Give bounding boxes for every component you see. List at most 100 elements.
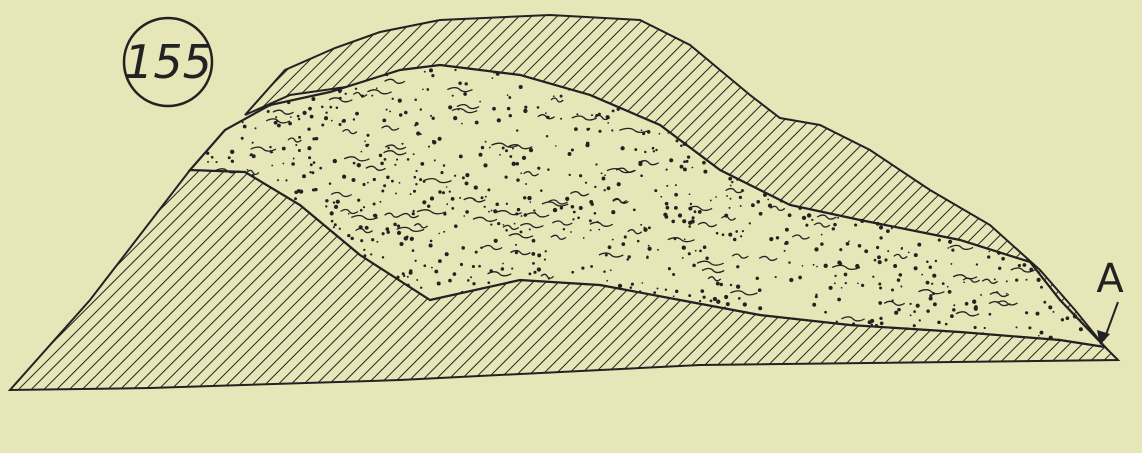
- stipple-dot: [333, 201, 335, 203]
- stipple-dot: [293, 158, 295, 160]
- stipple-dot: [207, 161, 209, 163]
- stipple-dot: [832, 227, 835, 230]
- stipple-dot: [295, 144, 297, 146]
- stipple-dot: [452, 95, 454, 97]
- stipple-dot: [430, 196, 434, 200]
- stipple-dot: [640, 174, 643, 177]
- stipple-dot: [684, 239, 686, 241]
- stipple-dot: [872, 276, 874, 278]
- stipple-dot: [598, 130, 601, 133]
- stipple-dot: [545, 112, 547, 114]
- stipple-dot: [784, 242, 787, 245]
- stipple-dot: [691, 219, 695, 223]
- stipple-dot: [821, 234, 823, 236]
- stipple-dot: [336, 200, 340, 204]
- stipple-dot: [395, 192, 397, 194]
- stipple-dot: [283, 163, 285, 165]
- stipple-dot: [743, 302, 747, 306]
- stipple-dot: [877, 255, 881, 259]
- stipple-dot: [937, 321, 941, 325]
- stipple-dot: [674, 206, 678, 210]
- stipple-dot: [331, 120, 333, 122]
- stipple-dot: [429, 243, 433, 247]
- stipple-dot: [648, 245, 650, 247]
- stipple-dot: [590, 229, 592, 231]
- stipple-dot: [379, 154, 382, 157]
- stipple-dot: [833, 223, 837, 227]
- stipple-dot: [463, 92, 467, 96]
- stipple-dot: [601, 172, 603, 174]
- stipple-dot: [950, 314, 954, 318]
- stipple-dot: [837, 298, 841, 302]
- stipple-dot: [606, 280, 608, 282]
- stipple-dot: [434, 270, 438, 274]
- stipple-dot: [998, 267, 1001, 270]
- stipple-dot: [948, 240, 952, 244]
- stipple-dot: [605, 254, 608, 257]
- stipple-dot: [1025, 311, 1028, 314]
- stipple-dot: [406, 284, 409, 287]
- stipple-dot: [422, 200, 426, 204]
- stipple-dot: [612, 109, 615, 112]
- stipple-dot: [331, 220, 334, 223]
- stipple-dot: [565, 197, 569, 201]
- stipple-dot: [568, 88, 570, 90]
- stipple-dot: [325, 205, 327, 207]
- stipple-dot: [657, 288, 659, 290]
- stipple-dot: [241, 137, 244, 140]
- stipple-dot: [399, 182, 401, 184]
- stipple-dot: [602, 177, 606, 181]
- stipple-dot: [537, 267, 541, 271]
- stipple-dot: [634, 148, 637, 151]
- stipple-dot: [802, 265, 804, 267]
- stipple-dot: [485, 141, 487, 143]
- stipple-dot: [412, 249, 415, 252]
- stipple-dot: [683, 142, 687, 146]
- stipple-dot: [1073, 314, 1077, 318]
- stipple-dot: [837, 260, 841, 264]
- stipple-dot: [431, 267, 433, 269]
- stipple-dot: [929, 296, 933, 300]
- stipple-dot: [461, 246, 465, 250]
- stipple-dot: [310, 115, 314, 119]
- stipple-dot: [272, 151, 274, 153]
- stipple-dot: [785, 228, 789, 232]
- stipple-dot: [910, 314, 912, 316]
- stipple-dot: [445, 252, 449, 256]
- stipple-dot: [339, 228, 341, 230]
- stipple-dot: [338, 88, 342, 92]
- stipple-dot: [267, 110, 270, 113]
- stipple-dot: [585, 143, 589, 147]
- stipple-dot: [612, 239, 614, 241]
- stipple-dot: [756, 200, 760, 204]
- stipple-dot: [726, 302, 730, 306]
- stipple-dot: [285, 179, 287, 181]
- stipple-dot: [878, 283, 881, 286]
- stipple-dot: [607, 122, 609, 124]
- stipple-dot: [880, 321, 884, 325]
- stipple-dot: [481, 146, 484, 149]
- figure-number: 155: [124, 35, 212, 89]
- stipple-dot: [334, 205, 338, 209]
- stipple-dot: [446, 186, 448, 188]
- stipple-dot: [330, 211, 334, 215]
- stipple-dot: [653, 291, 656, 294]
- stipple-dot: [553, 95, 555, 97]
- stipple-dot: [363, 206, 365, 208]
- stipple-dot: [215, 161, 217, 163]
- stipple-dot: [905, 327, 908, 330]
- stipple-dot: [492, 77, 494, 79]
- stipple-dot: [380, 162, 384, 166]
- stipple-dot: [275, 116, 277, 118]
- stipple-dot: [505, 176, 508, 179]
- stipple-dot: [626, 258, 629, 261]
- stipple-dot: [428, 146, 430, 148]
- stipple-dot: [298, 118, 300, 120]
- stipple-dot: [463, 215, 465, 217]
- stipple-dot: [254, 127, 256, 129]
- stipple-dot: [454, 224, 458, 228]
- stipple-dot: [389, 110, 391, 112]
- stipple-dot: [1048, 305, 1052, 309]
- stipple-dot: [448, 105, 452, 109]
- stipple-dot: [505, 149, 508, 152]
